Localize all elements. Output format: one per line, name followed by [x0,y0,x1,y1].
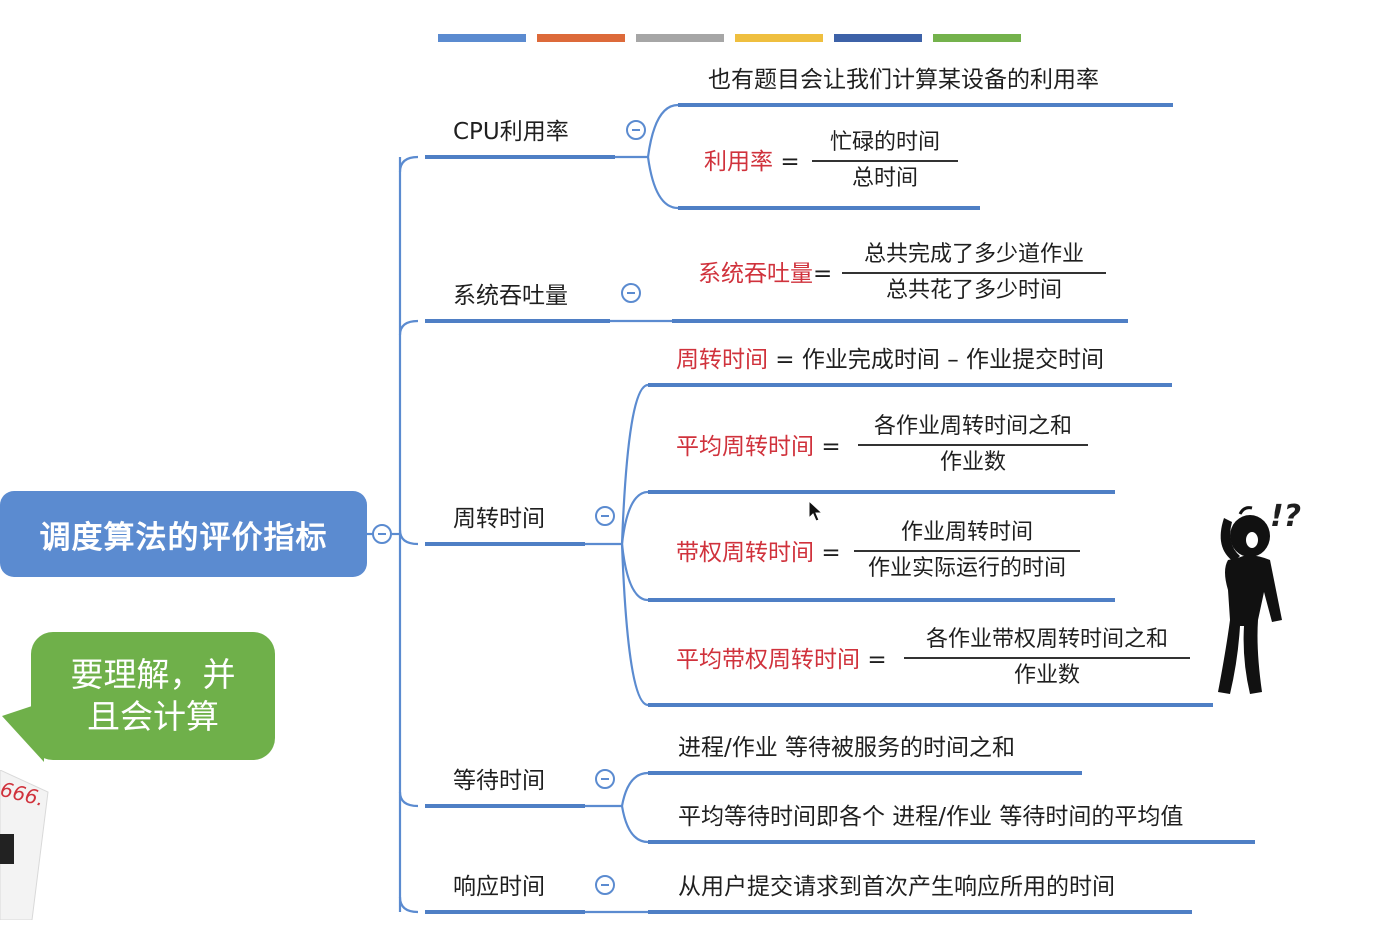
formula-name: 平均周转时间 [676,434,814,460]
turnaround-definition: 周转时间 = 作业完成时间 – 作业提交时间 [676,346,1104,374]
numerator: 各作业带权周转时间之和 [925,627,1168,652]
collapse-icon[interactable] [595,769,615,789]
formula-eq: = [821,540,841,566]
branch-label-response[interactable]: 响应时间 [453,874,545,900]
formula-name: 带权周转时间 [676,540,814,566]
formula-eq: = [867,647,887,673]
branch-label-cpu[interactable]: CPU利用率 [453,119,569,145]
note-paper-graphic [0,770,49,920]
palette-swatch [537,34,625,42]
branch-label-waiting[interactable]: 等待时间 [453,768,545,794]
palette-swatch [834,34,922,42]
fraction-bar [812,160,958,162]
denominator: 总共花了多少时间 [885,277,1062,303]
avg-weighted-turnaround-lhs: 平均带权周转时间 = [676,646,887,674]
numerator: 作业周转时间 [900,520,1033,545]
collapse-icon[interactable] [595,875,615,895]
fraction-bar [842,272,1106,274]
collapse-icon[interactable] [372,524,392,544]
waiting-item-1: 进程/作业 等待被服务的时间之和 [678,735,1016,761]
branch-label-turnaround[interactable]: 周转时间 [453,506,545,532]
collapse-icon[interactable] [626,120,646,140]
palette-swatch [438,34,526,42]
throughput-formula-fraction: 总共完成了多少道作业 总共花了多少时间 [842,240,1106,306]
confused-person-icon [1218,506,1282,694]
root-node[interactable]: 调度算法的评价指标 [0,491,367,577]
formula-name: 平均带权周转时间 [676,647,860,673]
formula-name: 系统吞吐量 [698,261,813,287]
avg-turnaround-fraction: 各作业周转时间之和 作业数 [858,412,1088,478]
fraction-bar [858,444,1088,446]
palette-swatch [636,34,724,42]
cpu-note: 也有题目会让我们计算某设备的利用率 [708,67,1099,93]
weighted-turnaround-lhs: 带权周转时间 = [676,539,841,567]
denominator: 总时间 [851,165,918,191]
formula-eq: = [780,149,800,175]
bubble-line-1: 要理解，并 [70,655,236,694]
denominator: 作业数 [1013,662,1080,688]
collapse-icon[interactable] [595,506,615,526]
throughput-formula-lhs: 系统吞吐量= [698,260,832,288]
waiting-item-2: 平均等待时间即各个 进程/作业 等待时间的平均值 [678,804,1184,830]
weighted-turnaround-fraction: 作业周转时间 作业实际运行的时间 [854,518,1080,584]
formula-name: 周转时间 [676,347,768,373]
avg-weighted-turnaround-fraction: 各作业带权周转时间之和 作业数 [904,625,1190,691]
avg-turnaround-lhs: 平均周转时间 = [676,433,841,461]
formula-name: 利用率 [704,149,773,175]
collapse-icon[interactable] [621,283,641,303]
bubble-line-2: 且会计算 [87,697,219,736]
mouse-cursor-icon [808,500,824,522]
denominator: 作业数 [939,449,1006,475]
speech-bubble: 要理解，并 且会计算 [31,632,275,760]
palette-swatch [933,34,1021,42]
branch-label-throughput[interactable]: 系统吞吐量 [453,283,568,309]
denominator: 作业实际运行的时间 [867,555,1066,581]
numerator: 总共完成了多少道作业 [863,242,1084,267]
formula-eq: = [821,434,841,460]
numerator: 忙碌的时间 [829,130,940,155]
fraction-bar [854,550,1080,552]
cpu-formula-fraction: 忙碌的时间 总时间 [812,128,958,194]
formula-eq: = [813,261,833,287]
formula-rest: = 作业完成时间 – 作业提交时间 [768,347,1105,373]
response-item-1: 从用户提交请求到首次产生响应所用的时间 [678,874,1115,900]
cpu-formula-lhs: 利用率 = [704,148,800,176]
figure-mark: !? [1270,499,1302,534]
numerator: 各作业周转时间之和 [873,414,1072,439]
palette-swatch [735,34,823,42]
fraction-bar [904,657,1190,659]
root-label: 调度算法的评价指标 [39,519,328,556]
